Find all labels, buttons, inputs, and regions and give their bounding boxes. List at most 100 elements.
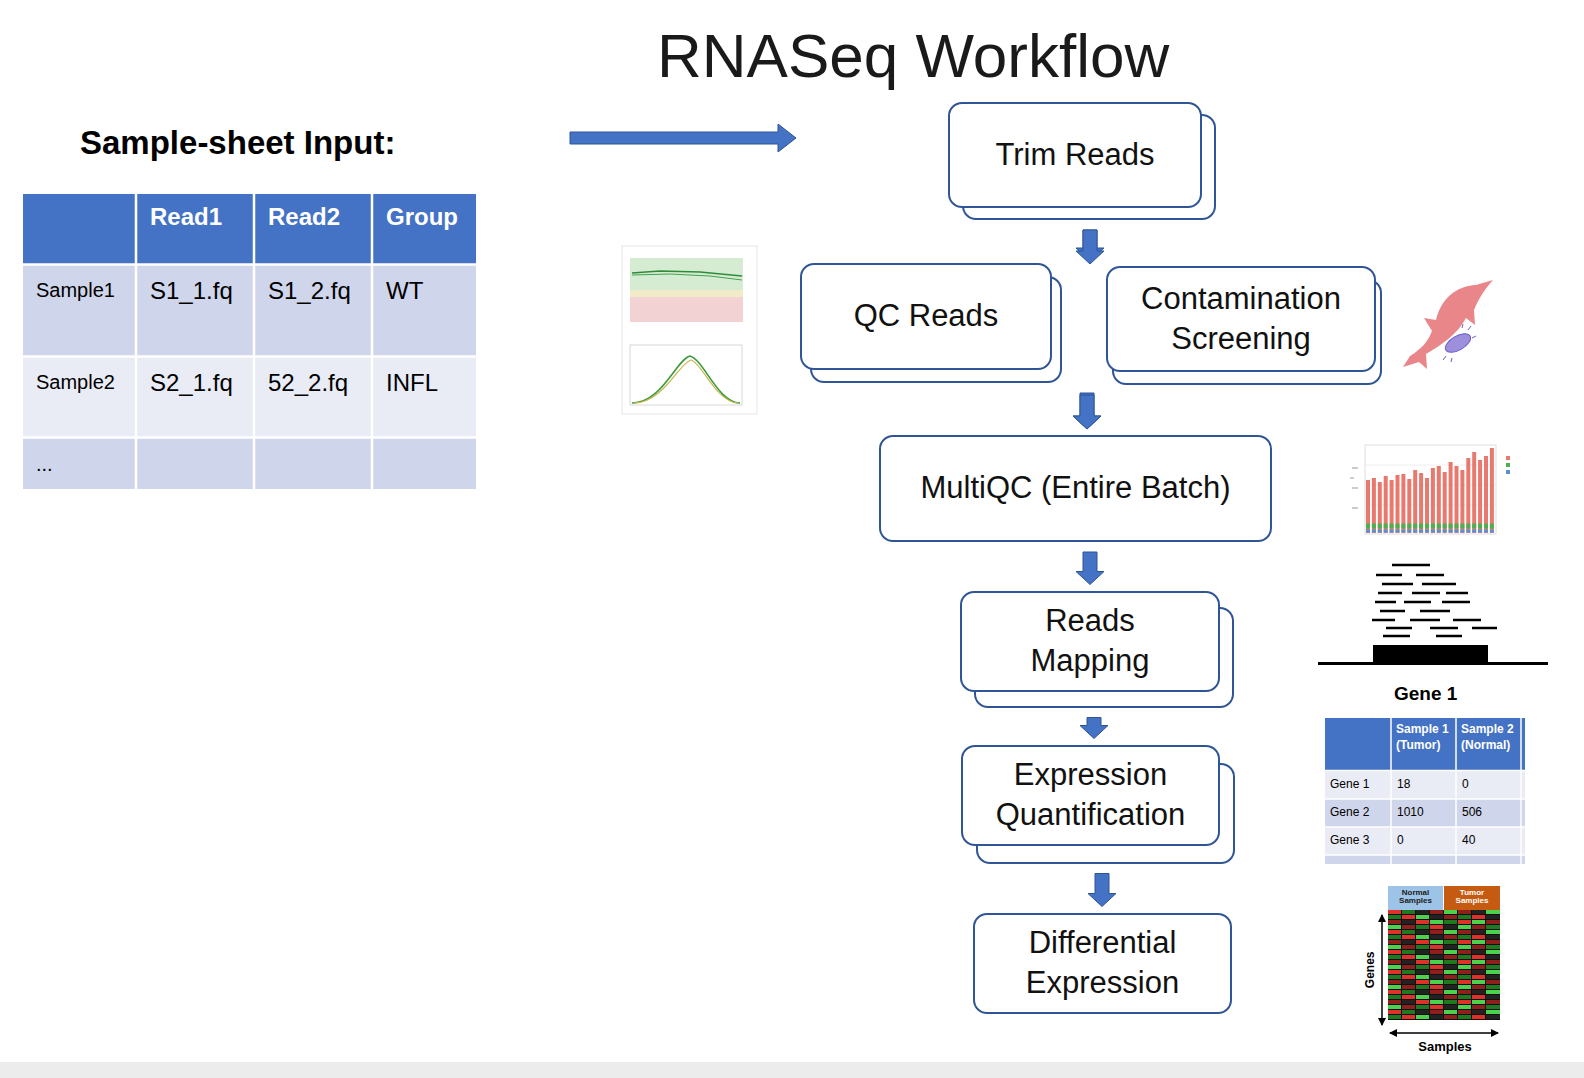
table-header-row xyxy=(1325,718,1525,770)
legend-dot xyxy=(1506,470,1510,474)
box-label: Contamination Screening xyxy=(1121,279,1361,360)
heatmap-header: Normal Samples xyxy=(1388,889,1443,906)
table-header-cell: Sample 2 (Normal) xyxy=(1461,722,1521,753)
table-row xyxy=(23,438,476,489)
table-cell: INFL xyxy=(386,369,438,398)
flow-arrow xyxy=(1080,718,1108,739)
table-header-cell: Read2 xyxy=(268,203,340,232)
table-row xyxy=(23,357,476,437)
quality-band xyxy=(630,258,743,290)
flow-arrow xyxy=(1088,874,1116,907)
table-row xyxy=(1325,827,1525,855)
read-segments xyxy=(1372,565,1497,636)
heatmap-header: Tumor Samples xyxy=(1444,889,1500,906)
table-cell: 18 xyxy=(1397,777,1410,791)
table-header-cell: Group xyxy=(386,203,458,232)
process-box: Contamination Screening xyxy=(1106,266,1376,372)
box-text-group: QC Reads xyxy=(854,296,999,336)
table-cell: 506 xyxy=(1462,805,1482,819)
table-row xyxy=(1325,771,1525,799)
axis-arrow xyxy=(1381,915,1383,1025)
chart-frame xyxy=(1365,445,1496,534)
table-row xyxy=(1325,799,1525,827)
box-text-group: Differential Expression xyxy=(988,923,1218,1004)
axis-ticks xyxy=(1350,468,1358,508)
gc-curve xyxy=(634,360,738,403)
flow-arrow xyxy=(1076,230,1104,264)
multiqc-bar-chart xyxy=(1350,445,1510,534)
table-cell: 40 xyxy=(1462,833,1475,847)
box-label: Reads Mapping xyxy=(1015,601,1165,682)
gc-plot-frame xyxy=(630,345,742,405)
genome-line xyxy=(1318,662,1548,665)
table-cell: S1_1.fq xyxy=(150,277,233,306)
bacterium-shape xyxy=(1442,330,1473,356)
chart-bars xyxy=(1368,448,1492,533)
table-cell: 1010 xyxy=(1397,805,1424,819)
table-cell: Gene 1 xyxy=(1330,777,1369,791)
legend-dot xyxy=(1506,456,1510,460)
axis-arrow xyxy=(1390,1032,1498,1034)
table-header-cell: Read1 xyxy=(150,203,222,232)
bottom-bar xyxy=(0,1062,1584,1078)
count-table xyxy=(1325,718,1525,864)
box-text-group: MultiQC (Entire Batch) xyxy=(920,468,1230,508)
flow-arrow xyxy=(1073,395,1101,429)
table-cell: Sample1 xyxy=(36,278,115,302)
box-label: Trim Reads xyxy=(995,135,1154,175)
gene-block xyxy=(1373,645,1488,663)
box-text-group: Expression Quantification xyxy=(976,755,1206,836)
table-cell: Sample2 xyxy=(36,370,115,394)
read-pileup xyxy=(1318,565,1548,664)
gc-curve xyxy=(632,356,740,403)
table-header-row xyxy=(23,194,476,264)
heading-label: Sample-sheet Input: xyxy=(80,124,395,162)
table-cell: 52_2.fq xyxy=(268,369,348,398)
process-box: QC Reads xyxy=(800,263,1052,370)
table-cell: 0 xyxy=(1462,777,1469,791)
table-row xyxy=(23,265,476,356)
process-box: MultiQC (Entire Batch) xyxy=(879,435,1272,542)
process-box: Trim Reads xyxy=(948,102,1202,208)
box-label: Expression Quantification xyxy=(976,755,1206,836)
table-cell: 0 xyxy=(1397,833,1404,847)
heatmap-cells xyxy=(1388,910,1500,1020)
flow-arrow xyxy=(1073,393,1101,429)
heatmap-header xyxy=(1444,886,1500,910)
table-row xyxy=(1325,855,1525,864)
table-grid xyxy=(23,194,476,489)
input-arrow xyxy=(570,124,796,152)
quality-band xyxy=(630,290,743,297)
axis-label: Samples xyxy=(1418,1039,1472,1055)
dolphin-shape xyxy=(1403,280,1493,369)
table-header-cell: Sample 1 (Tumor) xyxy=(1396,722,1454,753)
table-grid xyxy=(1325,718,1525,864)
quality-band xyxy=(630,297,743,322)
diagram-title: RNASeq Workflow xyxy=(657,20,1169,91)
sample-sheet-table xyxy=(23,194,476,489)
quality-line xyxy=(632,274,742,280)
table-cell: ... xyxy=(36,452,53,476)
gene-label: Gene 1 xyxy=(1394,683,1457,706)
axis-label: Genes xyxy=(1363,952,1377,988)
table-cell: S1_2.fq xyxy=(268,277,351,306)
box-text-group: Contamination Screening xyxy=(1121,279,1361,360)
process-box: Differential Expression xyxy=(973,913,1232,1014)
heatmap-header xyxy=(1388,886,1443,910)
table-cell: Gene 3 xyxy=(1330,833,1369,847)
chart-bar-segment xyxy=(1366,530,1494,533)
legend-dot xyxy=(1506,463,1510,467)
flow-arrow xyxy=(1076,552,1104,585)
box-label: QC Reads xyxy=(854,296,999,336)
thumbnail-frame xyxy=(622,246,757,414)
chart-bar-segment xyxy=(1366,524,1494,529)
fastqc-thumbnails xyxy=(622,246,757,414)
box-label: MultiQC (Entire Batch) xyxy=(920,468,1230,508)
box-text-group: Trim Reads xyxy=(995,135,1154,175)
heatmap xyxy=(1382,886,1500,1033)
dolphin-icon xyxy=(1403,280,1493,369)
process-box: Reads Mapping xyxy=(960,591,1220,692)
